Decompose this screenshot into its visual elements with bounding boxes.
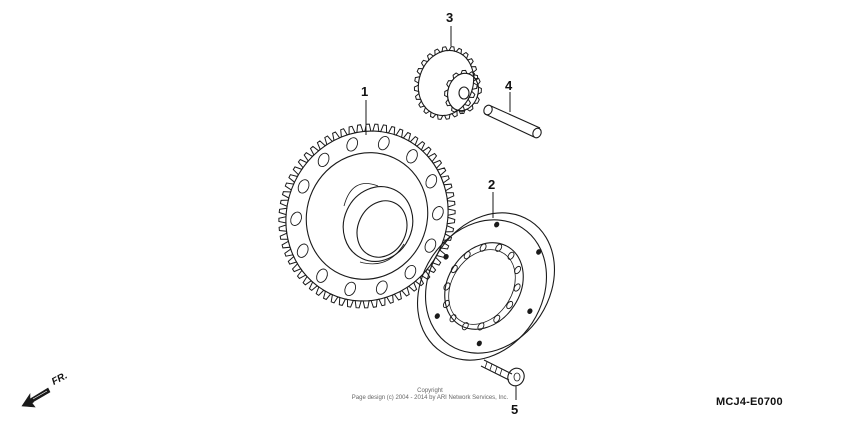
lightening-hole (432, 206, 444, 221)
bolt-holes (434, 221, 542, 347)
sprag (461, 322, 469, 331)
sprag (514, 265, 522, 275)
bolt-hole (494, 221, 500, 228)
lightening-hole (425, 174, 438, 189)
copyright-notice: Copyright Page design (c) 2004 - 2014 by… (320, 388, 540, 402)
hub-shading (359, 243, 405, 265)
sprag (493, 314, 501, 323)
clutch-inner-race (444, 242, 524, 330)
part-1-starter-driven-gear[interactable] (258, 104, 476, 328)
small-gear-body (447, 72, 479, 112)
tooth-profile (278, 123, 456, 309)
lightening-hole (346, 137, 359, 152)
lightening-hole (375, 280, 388, 295)
callout-1[interactable]: 1 (361, 84, 368, 99)
lightening-hole (290, 211, 302, 226)
part-2-one-way-clutch[interactable] (391, 188, 580, 384)
sprag (495, 243, 503, 252)
callout-4[interactable]: 4 (505, 78, 513, 93)
bolt-hole (434, 313, 440, 319)
sprag (442, 299, 450, 309)
gear-web (305, 152, 429, 280)
lightening-hole (406, 149, 418, 164)
lightening-hole (296, 243, 309, 258)
gear-teeth (278, 123, 456, 309)
lightening-hole (344, 281, 357, 297)
sprag-ring (448, 249, 516, 325)
copyright-line-2: Page design (c) 2004 - 2014 by ARI Netwo… (351, 395, 509, 401)
sprag (479, 243, 487, 252)
sprag (450, 264, 458, 274)
sprag-cages (442, 243, 522, 331)
sprag (507, 251, 515, 260)
boss-bore (356, 200, 408, 258)
copyright-line-1: Copyright (417, 388, 443, 394)
lightening-hole (424, 238, 437, 253)
lightening-hole (404, 264, 417, 280)
bolt-hole (476, 340, 482, 347)
shaft-end (532, 127, 542, 139)
large-gear-body (417, 49, 475, 117)
bolt-socket (513, 372, 521, 382)
sprag (506, 300, 514, 310)
boss-outer (342, 186, 414, 262)
lightening-hole (377, 135, 390, 151)
hub-shading (343, 183, 379, 207)
callout-3[interactable]: 3 (446, 10, 453, 25)
front-arrow-icon (21, 387, 51, 408)
bolt-hole (536, 249, 542, 255)
sprag (443, 282, 451, 291)
part-3-idle-gear[interactable] (410, 43, 483, 122)
sprag (513, 283, 521, 292)
sprag (477, 322, 485, 331)
gear-rim (285, 130, 449, 302)
lightening-holes (290, 135, 444, 297)
clutch-back-edge (416, 219, 548, 361)
callout-5[interactable]: 5 (511, 402, 518, 417)
bolt-hole (527, 308, 533, 315)
shaft-body (484, 105, 541, 138)
clutch-outer-face (424, 212, 556, 354)
lightening-hole (316, 268, 328, 283)
part-4-idle-gear-shaft[interactable] (482, 104, 542, 139)
bolt-thread (484, 361, 503, 376)
callout-2[interactable]: 2 (488, 177, 495, 192)
lightening-hole (297, 179, 310, 194)
sprag (463, 251, 471, 260)
bolt-hole (443, 253, 449, 260)
sprag (449, 314, 457, 323)
bolt-head (507, 367, 525, 387)
shaft-end (483, 104, 493, 116)
diagram-code: MCJ4-E0700 (716, 396, 783, 408)
gear-bore (458, 86, 470, 100)
lightening-hole (317, 152, 330, 168)
part-5-bolt[interactable] (480, 359, 527, 389)
